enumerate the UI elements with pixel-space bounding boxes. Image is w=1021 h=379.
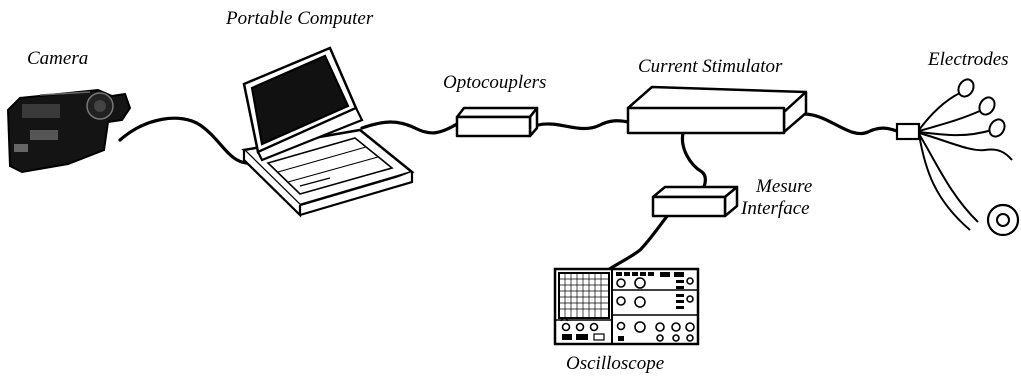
interface-box bbox=[651, 185, 739, 218]
oscilloscope-icon bbox=[553, 267, 700, 346]
cable-interface-oscilloscope bbox=[606, 213, 670, 272]
cable-opto-stim bbox=[536, 119, 630, 131]
mesure-interface-label: Mesure Interface bbox=[741, 176, 812, 220]
oscilloscope-label: Oscilloscope bbox=[566, 353, 665, 374]
cable-stim-interface bbox=[680, 131, 707, 195]
cables bbox=[118, 112, 899, 272]
portable-computer-label: Portable Computer bbox=[226, 8, 374, 29]
current-stimulator-label: Current Stimulator bbox=[638, 56, 783, 77]
camera-icon bbox=[6, 88, 132, 174]
stimulator-box bbox=[626, 85, 808, 135]
cable-camera-computer bbox=[118, 116, 262, 165]
laptop-icon bbox=[241, 46, 415, 218]
electrode-connector bbox=[895, 122, 921, 141]
optocoupler-box bbox=[455, 106, 539, 138]
cable-computer-opto bbox=[360, 120, 459, 135]
electrodes-label: Electrodes bbox=[928, 49, 1009, 70]
optocouplers-label: Optocouplers bbox=[443, 72, 547, 93]
mesure-interface-line-2: Interface bbox=[741, 197, 810, 219]
camera-label: Camera bbox=[27, 48, 89, 69]
mesure-interface-line-1: Mesure bbox=[756, 176, 813, 197]
electrode-icon bbox=[918, 78, 1020, 237]
cable-stim-electrodes bbox=[803, 112, 899, 136]
